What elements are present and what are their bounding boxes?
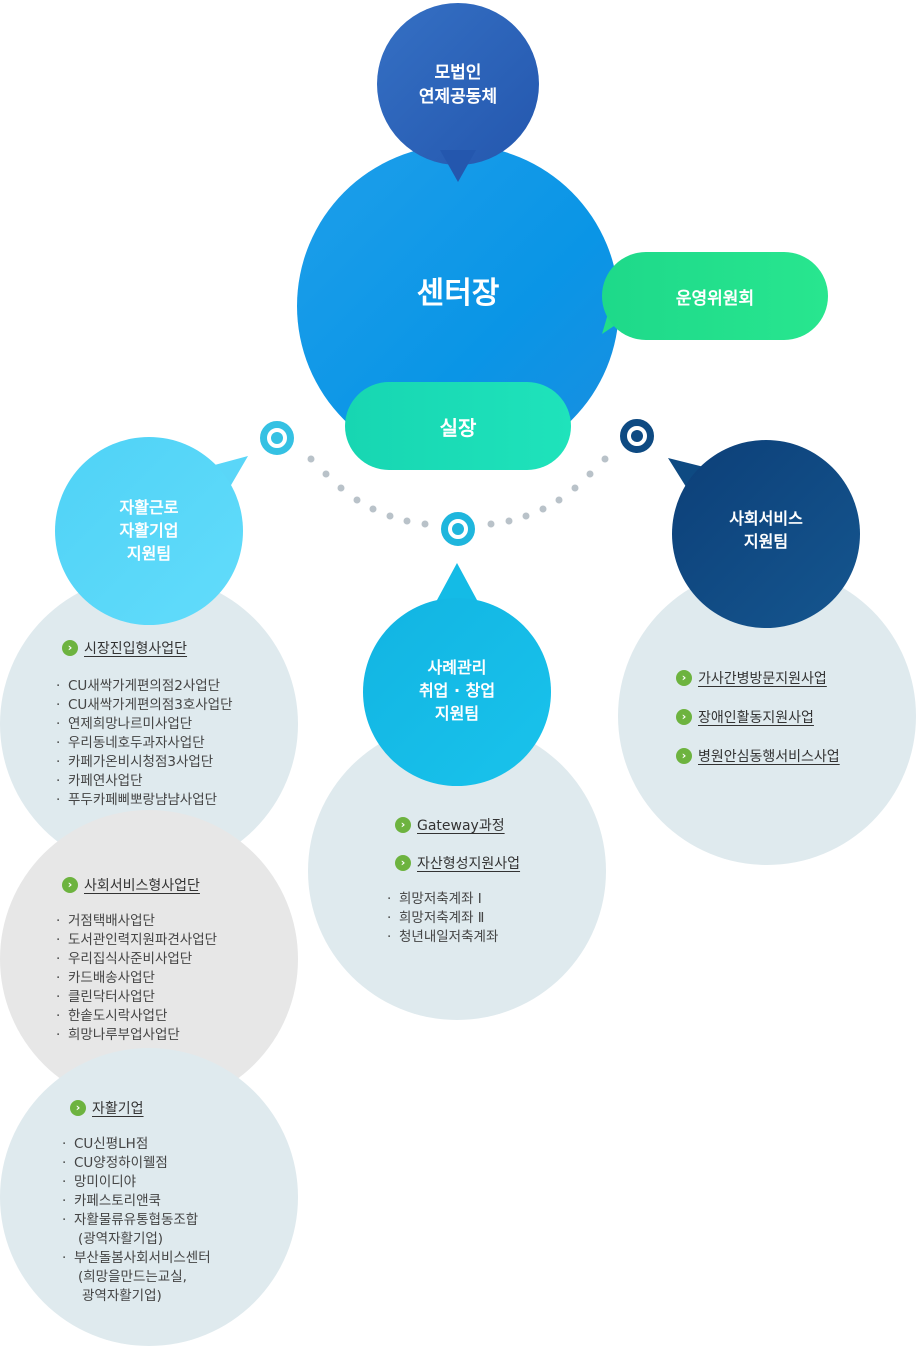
list-item: CU새싹가게편의점2사업단 <box>56 677 233 696</box>
home-care-link-row[interactable]: › 가사간병방문지원사업 <box>676 668 827 688</box>
list-item: 연제희망나르미사업단 <box>56 715 233 734</box>
list-item: CU새싹가게편의점3호사업단 <box>56 696 233 715</box>
gateway-link-row[interactable]: › Gateway과정 <box>395 815 505 835</box>
list-item: 청년내일저축계좌 <box>387 928 498 947</box>
arrow-right-icon: › <box>62 640 78 656</box>
list-item-sub: (희망을만드는교실, <box>78 1269 187 1285</box>
corporation-line2: 연제공동체 <box>418 87 498 107</box>
disability-link-row[interactable]: › 장애인활동지원사업 <box>676 707 814 727</box>
list-item-sub: (광역자활기업) <box>78 1231 164 1247</box>
list-item: 우리집식사준비사업단 <box>56 950 217 969</box>
self-support-team-node <box>55 437 243 625</box>
gateway-link[interactable]: Gateway과정 <box>417 818 505 834</box>
case-team-line1: 사례관리 <box>427 657 487 677</box>
case-team-node <box>363 598 551 786</box>
hospital-link-row[interactable]: › 병원안심동행서비스사업 <box>676 746 840 766</box>
social-team-node <box>672 440 860 628</box>
list-item: 희망저축계좌 Ⅰ <box>387 890 498 909</box>
self-support-team-label: 자활근로 자활기업 지원팀 <box>55 485 243 575</box>
list-item: 카페연사업단 <box>56 772 233 791</box>
self-support-line2: 자활기업 <box>119 520 179 540</box>
list-item: CU신평LH점 <box>62 1135 211 1154</box>
enterprise-group-list: CU신평LH점 CU양정하이웰점 망미이디야 카페스토리앤쿡 자활물류유통협동조… <box>62 1135 211 1306</box>
enterprise-group-link[interactable]: 자활기업 <box>92 1101 144 1117</box>
disability-link[interactable]: 장애인활동지원사업 <box>698 710 814 726</box>
corporation-line1: 모법인 <box>434 63 482 83</box>
center-connector-ring <box>441 512 475 546</box>
market-group-list: CU새싹가게편의점2사업단 CU새싹가게편의점3호사업단 연제희망나르미사업단 … <box>56 677 233 810</box>
committee-node: 운영위원회 <box>602 252 828 340</box>
list-item: 카페스토리앤쿡 <box>62 1192 211 1211</box>
list-item: 망미이디야 <box>62 1173 211 1192</box>
list-item: 카페가온비시청점3사업단 <box>56 753 233 772</box>
list-item: 푸두카페삐뽀랑냠냠사업단 <box>56 791 233 810</box>
social-team-line1: 사회서비스 <box>729 509 803 528</box>
list-item: 자활물류유통협동조합 (광역자활기업) <box>62 1211 211 1249</box>
arrow-right-icon: › <box>676 748 692 764</box>
arrow-right-icon: › <box>62 877 78 893</box>
hospital-link[interactable]: 병원안심동행서비스사업 <box>698 749 840 765</box>
social-service-type-list: 거점택배사업단 도서관인력지원파견사업단 우리집식사준비사업단 카드배송사업단 … <box>56 912 217 1045</box>
social-service-type-title[interactable]: › 사회서비스형사업단 <box>62 875 200 895</box>
home-care-link[interactable]: 가사간병방문지원사업 <box>698 671 827 687</box>
corporation-label: 모법인 연제공동체 <box>377 30 539 140</box>
list-item: 도서관인력지원파견사업단 <box>56 931 217 950</box>
list-item: 카드배송사업단 <box>56 969 217 988</box>
manager-node: 실장 <box>345 382 571 470</box>
asset-link-row[interactable]: › 자산형성지원사업 <box>395 853 520 873</box>
list-item: 거점택배사업단 <box>56 912 217 931</box>
list-item: 희망나루부업사업단 <box>56 1026 217 1045</box>
list-item: 희망저축계좌 Ⅱ <box>387 909 498 928</box>
list-item-text: 자활물류유통협동조합 <box>74 1212 199 1228</box>
arrow-right-icon: › <box>676 709 692 725</box>
arrow-right-icon: › <box>676 670 692 686</box>
list-item: 부산돌봄사회서비스센터 (희망을만드는교실, 광역자활기업) <box>62 1249 211 1306</box>
left-connector-ring <box>260 421 294 455</box>
list-item-text: 부산돌봄사회서비스센터 <box>74 1250 211 1266</box>
case-team-label: 사례관리 취업 · 창업 지원팀 <box>363 645 551 735</box>
social-team-line2: 지원팀 <box>743 532 789 551</box>
market-group-link[interactable]: 시장진입형사업단 <box>84 641 188 657</box>
corporation-node <box>377 3 539 165</box>
case-team-line2: 취업 · 창업 <box>418 680 496 700</box>
arrow-right-icon: › <box>395 855 411 871</box>
social-team-label: 사회서비스 지원팀 <box>672 495 860 565</box>
corporation-pointer <box>440 150 476 182</box>
self-support-line3: 지원팀 <box>126 543 172 563</box>
enterprise-group-title[interactable]: › 자활기업 <box>70 1098 144 1118</box>
market-group-title[interactable]: › 시장진입형사업단 <box>62 638 187 658</box>
arrow-right-icon: › <box>395 817 411 833</box>
list-item: CU양정하이웰점 <box>62 1154 211 1173</box>
case-mgmt-list: 희망저축계좌 Ⅰ 희망저축계좌 Ⅱ 청년내일저축계좌 <box>387 890 498 947</box>
list-item: 클린닥터사업단 <box>56 988 217 1007</box>
social-service-type-link[interactable]: 사회서비스형사업단 <box>84 878 200 894</box>
director-label: 센터장 <box>416 276 500 311</box>
list-item: 우리동네호두과자사업단 <box>56 734 233 753</box>
arrow-right-icon: › <box>70 1100 86 1116</box>
list-item-sub: 광역자활기업) <box>82 1288 162 1304</box>
asset-link[interactable]: 자산형성지원사업 <box>417 856 521 872</box>
right-connector-ring <box>620 419 654 453</box>
case-team-line3: 지원팀 <box>434 703 480 723</box>
list-item: 한솥도시락사업단 <box>56 1007 217 1026</box>
self-support-line1: 자활근로 <box>119 497 179 517</box>
